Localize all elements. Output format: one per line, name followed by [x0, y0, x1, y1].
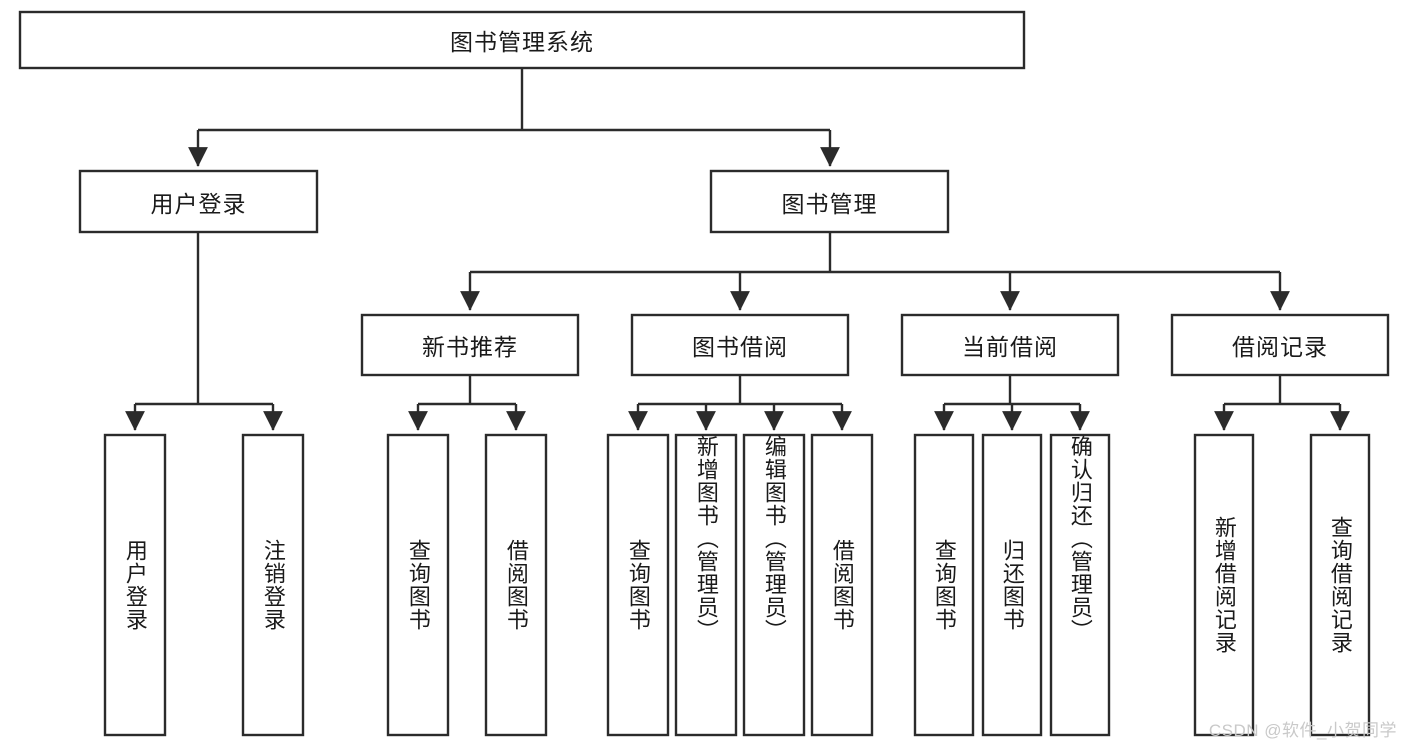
node-box-new-book-rec[interactable] — [360, 313, 580, 377]
node-box-leaf-logout[interactable] — [241, 433, 305, 737]
node-box-current-borrow[interactable] — [900, 313, 1120, 377]
watermark-label: CSDN @软件_小贺同学 — [1208, 721, 1397, 740]
node-box-book-borrow[interactable] — [630, 313, 850, 377]
node-box-leaf-query-book-2[interactable] — [606, 433, 670, 737]
node-box-borrow-record[interactable] — [1170, 313, 1390, 377]
node-box-leaf-query-record[interactable] — [1309, 433, 1371, 737]
node-box-leaf-borrow-book-1[interactable] — [484, 433, 548, 737]
node-box-leaf-user-login[interactable] — [103, 433, 167, 737]
node-box-root[interactable] — [18, 10, 1026, 70]
node-box-book-manage[interactable] — [709, 169, 950, 234]
node-box-leaf-confirm-return[interactable] — [1049, 433, 1111, 737]
node-box-leaf-borrow-book-2[interactable] — [810, 433, 874, 737]
node-box-leaf-add-book[interactable] — [674, 433, 738, 737]
node-box-leaf-query-book-1[interactable] — [386, 433, 450, 737]
node-box-leaf-query-book-3[interactable] — [913, 433, 975, 737]
node-box-leaf-edit-book[interactable] — [742, 433, 806, 737]
node-box-leaf-add-record[interactable] — [1193, 433, 1255, 737]
node-box-user-login[interactable] — [78, 169, 319, 234]
node-box-leaf-return-book[interactable] — [981, 433, 1043, 737]
